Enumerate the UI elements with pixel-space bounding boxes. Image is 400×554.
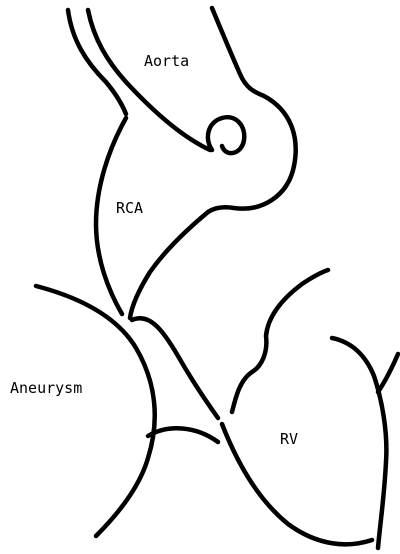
aorta-outer-wall-left — [68, 10, 126, 114]
rca-right-wall — [130, 212, 208, 318]
aorta-label: Aorta — [144, 52, 189, 70]
aneurysm-label: Aneurysm — [10, 379, 82, 397]
aneurysm-neck-arc — [148, 428, 218, 442]
rv-right-wall — [332, 338, 386, 548]
rv-label: RV — [280, 430, 298, 448]
rca-label: RCA — [116, 199, 143, 217]
aortic-valve-spiral — [208, 117, 244, 153]
rv-branch — [378, 354, 398, 392]
rv-upper-contour — [232, 270, 328, 412]
aneurysm-outer-arc — [36, 286, 155, 536]
aorta-right-wall — [208, 8, 296, 212]
